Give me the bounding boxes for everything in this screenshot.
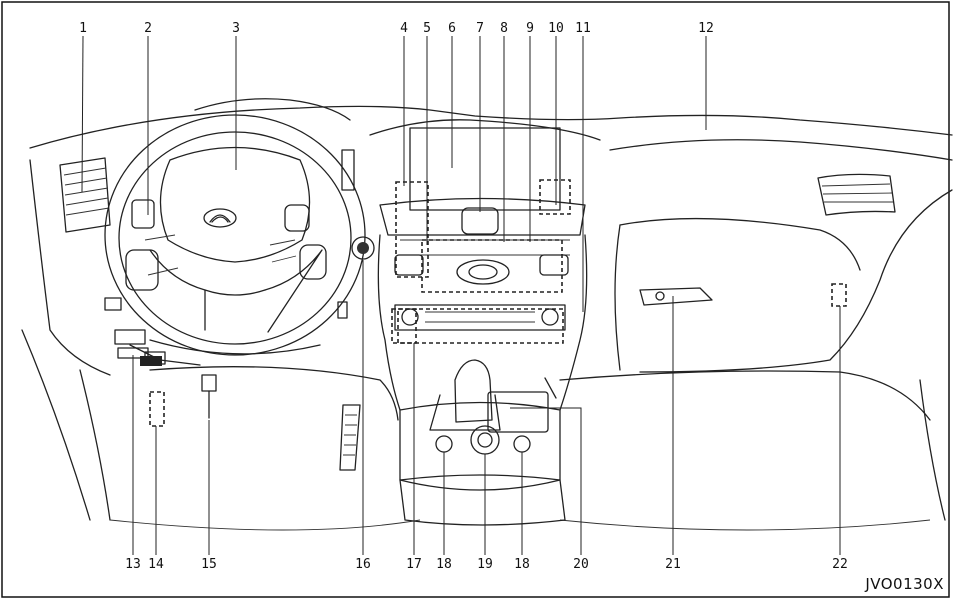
callout-2: 2 [144, 21, 152, 36]
figure-code: JVO0130X [864, 575, 944, 593]
box-8-9 [421, 239, 563, 293]
glove-box-opener [639, 287, 713, 306]
callout-5: 5 [423, 21, 431, 36]
accelerator-pedal [339, 404, 361, 471]
left-lower-switches [104, 297, 166, 366]
callout-18-left: 18 [436, 557, 452, 572]
callout-17: 17 [406, 557, 422, 572]
callout-7: 7 [476, 21, 484, 36]
callout-1: 1 [79, 21, 87, 36]
hood-release-lever [201, 374, 217, 419]
box-4 [395, 181, 429, 278]
callout-9: 9 [526, 21, 534, 36]
meter-hood [194, 98, 351, 121]
callout-numbers: 1 2 3 4 5 6 7 8 9 10 11 12 13 14 15 16 1… [79, 21, 848, 572]
dashboard-outline [21, 105, 953, 531]
callout-18-right: 18 [514, 557, 530, 572]
left-air-vent [59, 157, 111, 233]
callout-8: 8 [500, 21, 508, 36]
box-10 [539, 179, 571, 215]
side-switch-panel [341, 149, 355, 191]
callout-16: 16 [355, 557, 371, 572]
callout-10: 10 [548, 21, 564, 36]
callout-21: 21 [665, 557, 681, 572]
callout-12: 12 [698, 21, 714, 36]
steering-wheel [104, 114, 366, 366]
push-start-button [351, 236, 375, 260]
callout-14: 14 [148, 557, 164, 572]
callout-13: 13 [125, 557, 141, 572]
callout-20: 20 [573, 557, 589, 572]
callout-22: 22 [832, 557, 848, 572]
callout-3: 3 [232, 21, 240, 36]
fuse-box-location [149, 391, 165, 427]
callout-19: 19 [477, 557, 493, 572]
center-dashed-boxes [391, 179, 571, 344]
passenger-item-location [831, 283, 847, 307]
callout-11: 11 [575, 21, 591, 36]
right-air-vent [817, 173, 896, 216]
leader-lines [81, 35, 841, 555]
callout-4: 4 [400, 21, 408, 36]
center-console [399, 359, 566, 526]
box-17 [391, 308, 417, 344]
small-switch [337, 301, 348, 319]
box-11 [397, 308, 564, 344]
callout-6: 6 [448, 21, 456, 36]
center-stack [377, 127, 588, 411]
callout-15: 15 [201, 557, 217, 572]
